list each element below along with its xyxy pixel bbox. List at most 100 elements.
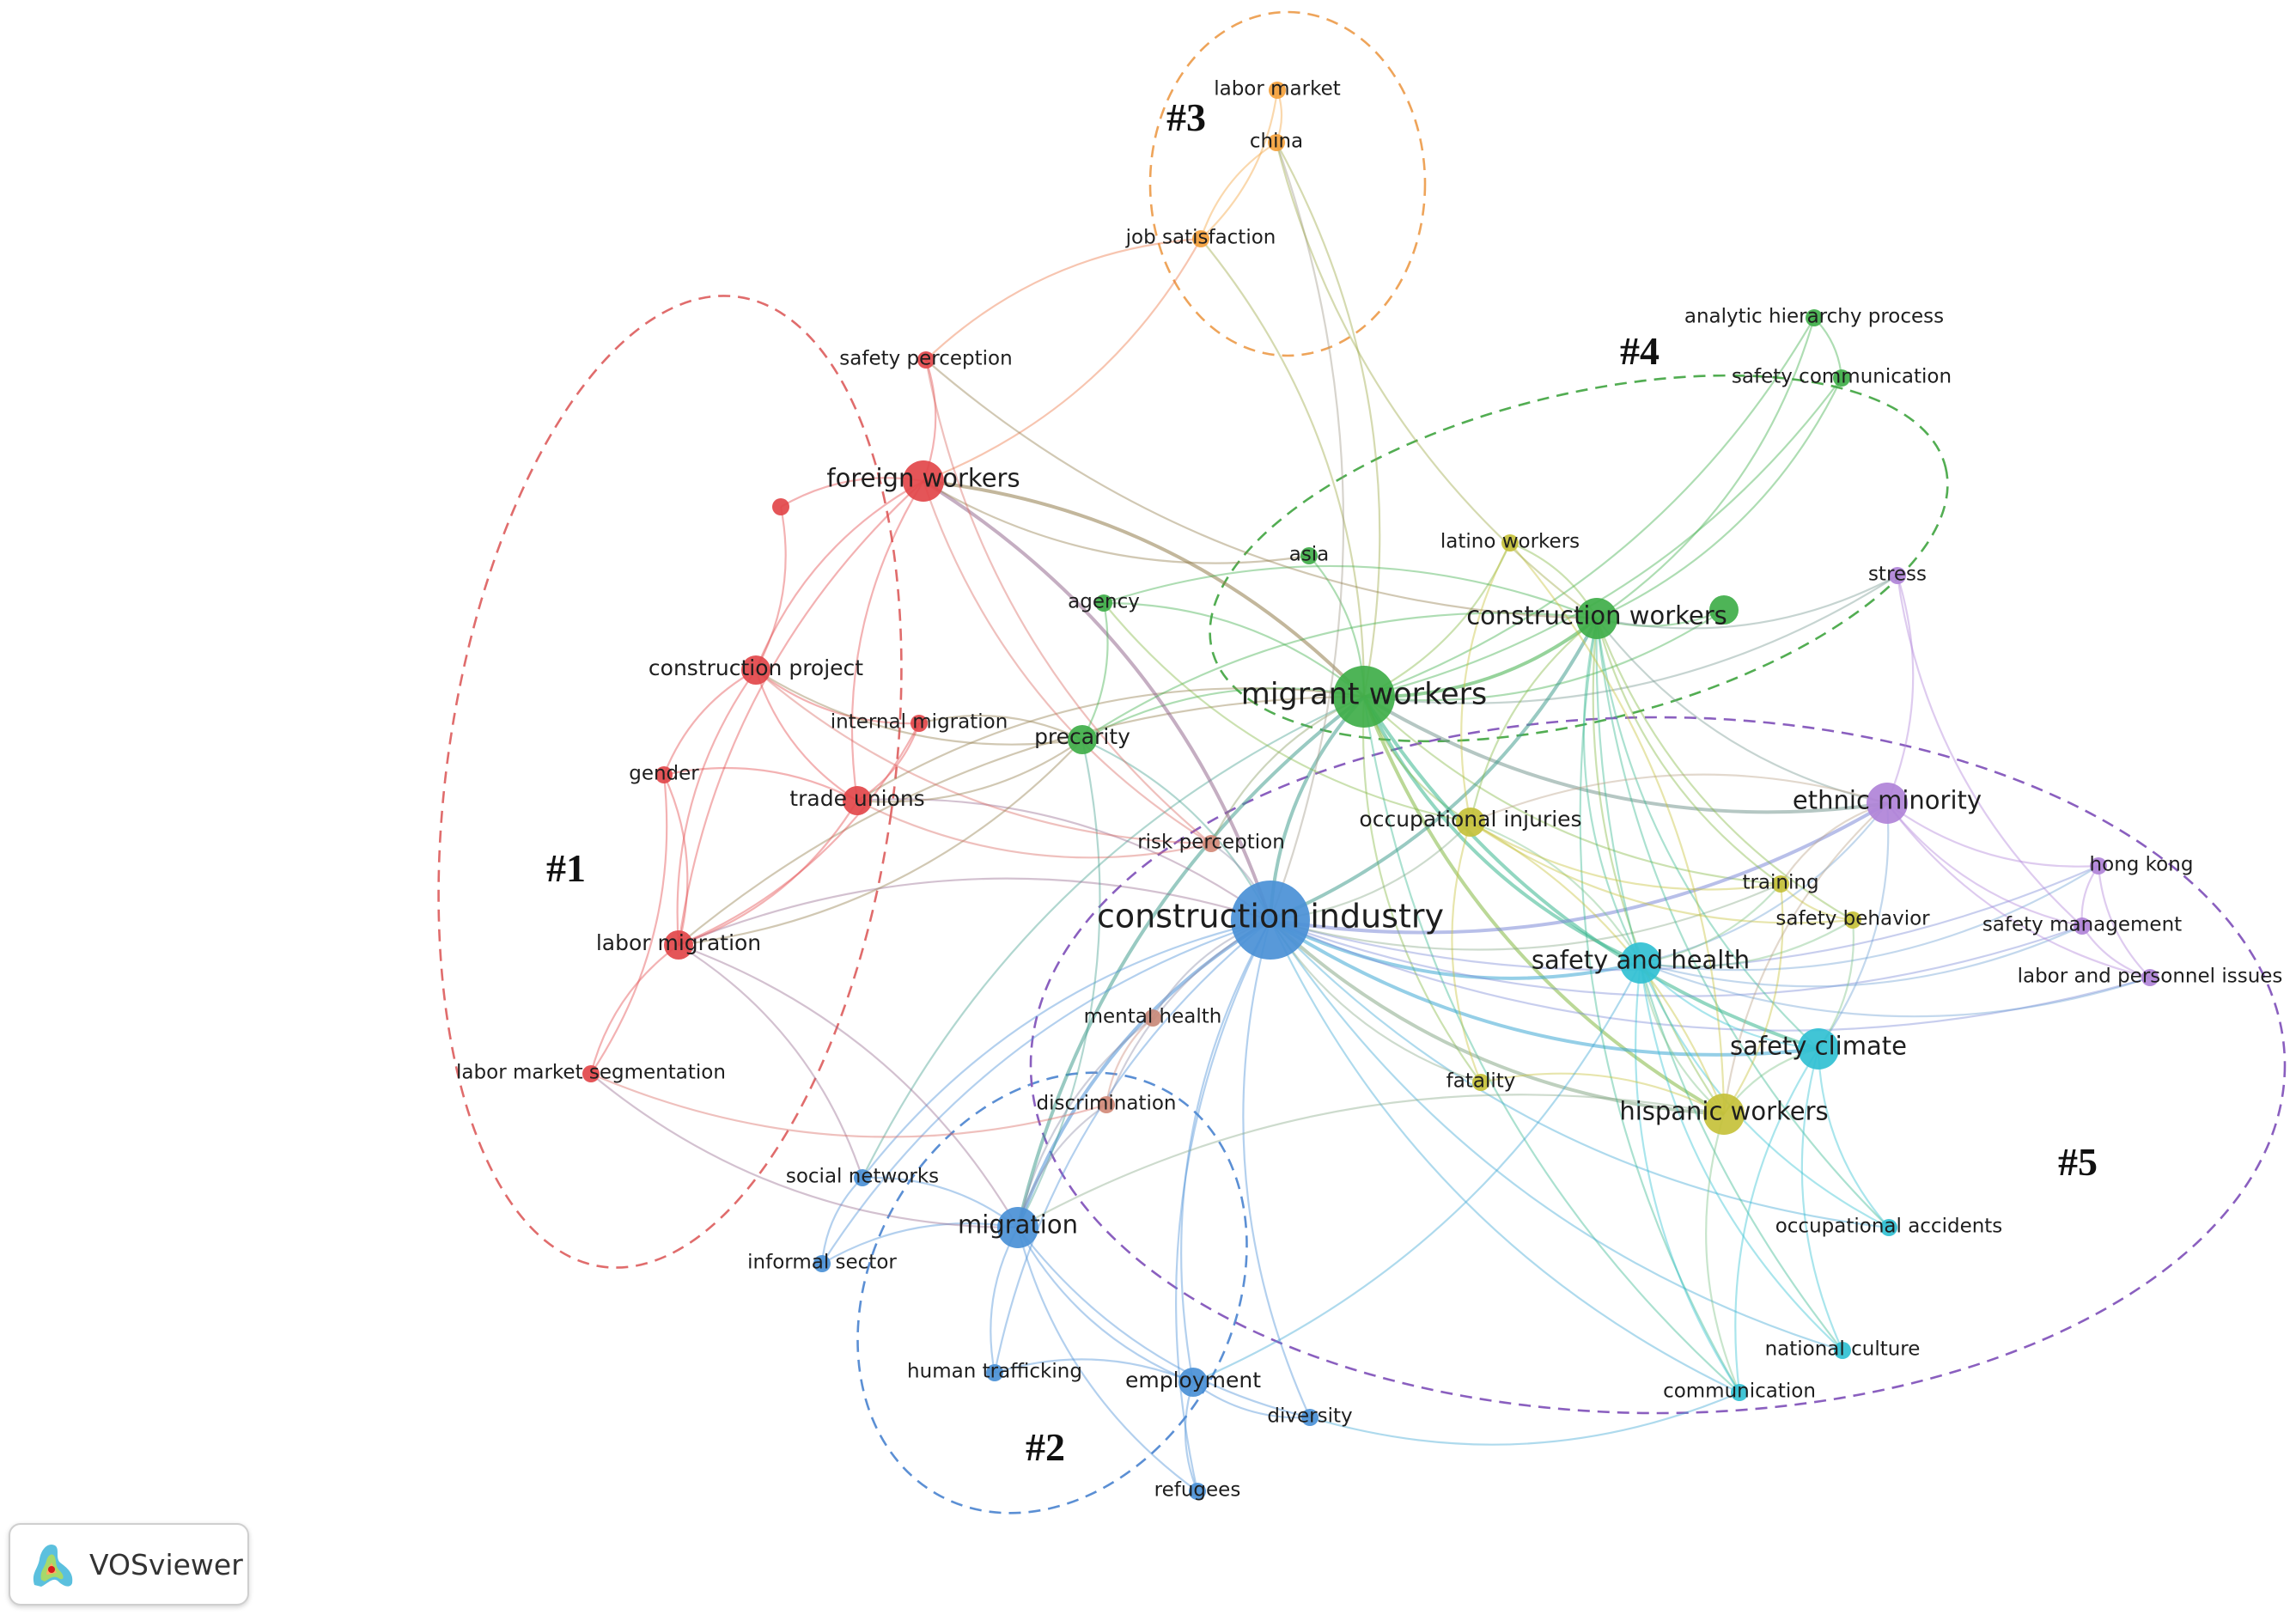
cluster-labels: #1#2#3#4#5: [546, 95, 2098, 1469]
node-construction-workers[interactable]: [1576, 598, 1617, 639]
link-construction-industry-foreign-workers: [922, 479, 1272, 921]
label-latino-workers: latino workers: [1440, 530, 1580, 552]
node-safety-management[interactable]: [2074, 917, 2091, 935]
label-migrant-workers: migrant workers: [1241, 678, 1488, 712]
link-safety-and-health-safety-management: [1640, 924, 2083, 988]
node-hispanic-workers[interactable]: [1703, 1094, 1745, 1135]
link-migration-refugees: [1016, 1227, 1198, 1492]
node-latino-workers[interactable]: [1501, 534, 1519, 552]
link-migrant-workers-trade-unions: [856, 687, 1365, 801]
node-occupational-accidents[interactable]: [1880, 1219, 1897, 1236]
node-safety-and-health[interactable]: [1620, 942, 1661, 984]
label-construction-project: construction project: [649, 655, 863, 680]
node-discrimination[interactable]: [1098, 1096, 1115, 1113]
link-construction-industry-social-networks: [862, 918, 1271, 1179]
label-safety-climate: safety climate: [1730, 1031, 1907, 1060]
link-migrant-workers-job-satisfaction: [1200, 238, 1366, 698]
link-hispanic-workers-training: [1723, 883, 1784, 1115]
label-job-satisfaction: job satisfaction: [1125, 226, 1276, 248]
link-safety-perception-construction-workers: [925, 359, 1598, 620]
node-safety-perception[interactable]: [917, 351, 935, 369]
label-agency: agency: [1068, 590, 1140, 612]
link-construction-workers-training: [1595, 618, 1781, 885]
node-safety-communication[interactable]: [1833, 369, 1850, 387]
link-construction-project-labor-migration: [676, 669, 757, 946]
link-construction-industry-labor-migration: [678, 877, 1271, 947]
node-risk-perception[interactable]: [1203, 835, 1220, 852]
node-foreign-workers[interactable]: [903, 460, 944, 502]
node-labor-market[interactable]: [1269, 82, 1286, 99]
node-labor-and-personnel-issues[interactable]: [2141, 969, 2159, 986]
node-safety-behavior[interactable]: [1844, 911, 1861, 929]
node-labor-market-segmentation[interactable]: [582, 1065, 600, 1082]
link-construction-industry-ethnic-minority: [1270, 801, 1889, 935]
node-gender[interactable]: [655, 766, 673, 783]
node-social-networks[interactable]: [854, 1169, 871, 1186]
link-foreign-workers-labor-migration: [677, 480, 924, 946]
link-migration-precarity: [1017, 739, 1101, 1228]
link-construction-workers-communication: [1579, 618, 1740, 1393]
node-agency[interactable]: [1095, 594, 1112, 612]
label-labor-market: labor market: [1214, 77, 1341, 100]
link-safety-climate-occupational-accidents: [1817, 1048, 1890, 1228]
label-china: china: [1250, 130, 1303, 152]
node-migration[interactable]: [997, 1207, 1038, 1248]
node-china[interactable]: [1268, 134, 1285, 151]
label-gender: gender: [629, 762, 699, 784]
node-construction-project[interactable]: [741, 655, 770, 685]
cluster-outlines: [437, 10, 2287, 1514]
node-red-unlabeled[interactable]: [772, 498, 789, 515]
link-foreign-workers-job-satisfaction: [923, 238, 1202, 483]
keyword-labels: labor market china job satisfaction safety …: [456, 77, 2282, 1501]
label-informal-sector: informal sector: [747, 1251, 897, 1273]
link-migrant-workers-analytic-hierarchy-process: [1363, 317, 1815, 698]
node-training[interactable]: [1772, 875, 1789, 893]
link-construction-project-trade-unions: [754, 669, 858, 801]
node-diversity[interactable]: [1301, 1409, 1319, 1426]
node-ethnic-minority[interactable]: [1867, 783, 1908, 824]
node-informal-sector[interactable]: [813, 1255, 831, 1272]
node-communication[interactable]: [1731, 1384, 1748, 1401]
node-job-satisfaction[interactable]: [1192, 230, 1209, 247]
link-employment-human-trafficking: [994, 1358, 1194, 1384]
node-national-culture[interactable]: [1834, 1342, 1851, 1359]
link-employment-diversity: [1192, 1381, 1311, 1419]
node-stress[interactable]: [1889, 567, 1906, 584]
link-ethnic-minority-hong-kong: [1886, 802, 2099, 868]
link-mental-health-migration: [1016, 1017, 1154, 1228]
node-hong-kong[interactable]: [2090, 857, 2107, 875]
link-construction-industry-safety-climate: [1269, 918, 1819, 1057]
link-construction-industry-labor-and-personnel-issues: [1270, 918, 2151, 1032]
node-internal-migration[interactable]: [910, 715, 928, 732]
node-safety-climate[interactable]: [1798, 1028, 1839, 1070]
label-labor-migration: labor migration: [596, 930, 761, 955]
link-hispanic-workers-fatality: [1480, 1072, 1725, 1115]
node-trade-unions[interactable]: [843, 786, 872, 815]
link-construction-industry-occupational-accidents: [1270, 919, 1890, 1229]
node-occupational-injuries[interactable]: [1456, 808, 1485, 837]
node-employment[interactable]: [1178, 1368, 1208, 1397]
link-construction-industry-hong-kong: [1270, 864, 2099, 972]
node-labor-migration[interactable]: [664, 930, 693, 960]
node-precarity[interactable]: [1068, 725, 1097, 754]
cluster-outline-4: [1209, 374, 1949, 743]
node-fatality[interactable]: [1472, 1074, 1489, 1091]
label-discrimination: discrimination: [1037, 1092, 1177, 1114]
link-safety-climate-national-culture: [1800, 1048, 1844, 1351]
vosviewer-badge: VOSviewer: [9, 1523, 249, 1606]
link-construction-industry-refugees: [1175, 919, 1271, 1492]
node-mental-health[interactable]: [1144, 1009, 1161, 1027]
link-construction-industry-trade-unions: [856, 798, 1271, 921]
node-refugees[interactable]: [1189, 1483, 1206, 1500]
label-social-networks: social networks: [786, 1165, 939, 1187]
node-migrant-workers[interactable]: [1333, 666, 1395, 728]
link-ethnic-minority-labor-and-personnel-issues: [1886, 802, 2151, 979]
node-construction-industry[interactable]: [1231, 881, 1310, 960]
node-green-unlabeled[interactable]: [1709, 595, 1739, 625]
node-asia[interactable]: [1300, 547, 1318, 564]
node-analytic-hierarchy-process[interactable]: [1806, 309, 1823, 326]
label-labor-market-segmentation: labor market segmentation: [456, 1061, 726, 1083]
label-national-culture: national culture: [1765, 1338, 1921, 1360]
node-human-trafficking[interactable]: [986, 1364, 1003, 1381]
link-migrant-workers-agency: [1103, 601, 1365, 698]
